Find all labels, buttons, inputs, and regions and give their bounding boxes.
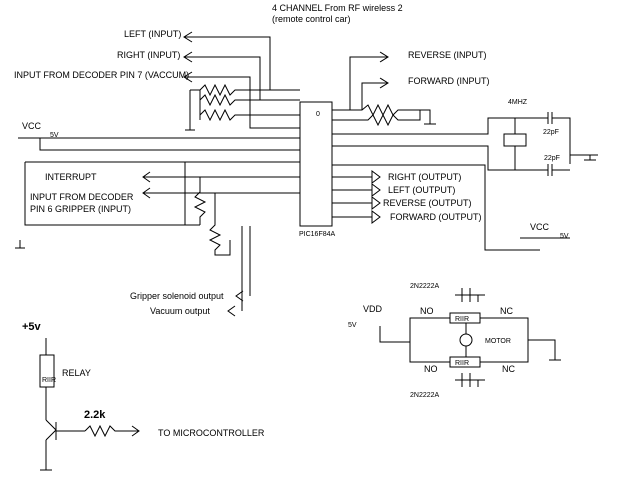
v5-left-label: 5V: [50, 132, 59, 139]
vaccum-input-label: INPUT FROM DECODER PIN 7 (VACCUM): [14, 70, 189, 80]
motor-label: MOTOR: [485, 338, 511, 345]
hbridge-circuit: [379, 288, 561, 387]
relay-top-label: RIIR: [455, 316, 469, 323]
right-input-label: RIGHT (INPUT): [117, 50, 180, 60]
plus5v-label: +5v: [22, 321, 42, 333]
v5-right-label: 5V: [560, 233, 569, 240]
reverse-output-label: REVERSE (OUTPUT): [383, 198, 472, 208]
nc-bottom-label: NC: [502, 364, 515, 374]
nc-top-label: NC: [500, 306, 513, 316]
vcc-branch: [39, 138, 300, 151]
forward-output-label: FORWARD (OUTPUT): [390, 212, 482, 222]
outputs-arrows: [332, 170, 381, 224]
left-output-label: LEFT (OUTPUT): [388, 185, 455, 195]
transistor-bottom-label: 2N2222A: [410, 392, 440, 399]
pic-chip: [299, 101, 333, 227]
forward-input-label: FORWARD (INPUT): [408, 76, 490, 86]
resistor-bank-left: [185, 83, 300, 131]
relay-driver: [39, 338, 140, 471]
relay-label: RELAY: [62, 368, 91, 378]
gripper-vacuum-wires: [227, 226, 251, 317]
forward-input-arrow: [361, 77, 389, 110]
no-top-label: NO: [420, 306, 434, 316]
v5-motor-label: 5V: [348, 322, 357, 329]
cap2-label: 22pF: [544, 155, 560, 162]
to-mcu-label: TO MICROCONTROLLER: [158, 428, 265, 438]
right-loop-wire: [332, 164, 540, 251]
crystal-freq-label: 4MHZ: [508, 99, 528, 106]
reverse-input-arrow: [349, 51, 389, 110]
left-input-arrow: [183, 31, 271, 90]
resistor-label: 2.2k: [84, 409, 106, 421]
gripper-arrow: [142, 187, 300, 199]
header-title: 4 CHANNEL From RF wireless 2: [272, 3, 403, 13]
gripper-input-label-2: PIN 6 GRIPPER (INPUT): [30, 204, 131, 214]
relay-coil-label: RIIR: [42, 377, 56, 384]
vcc-right-label: VCC: [530, 222, 550, 232]
right-output-label: RIGHT (OUTPUT): [388, 172, 461, 182]
right-input-arrow: [183, 51, 261, 100]
left-input-label: LEFT (INPUT): [124, 29, 181, 39]
crystal-oscillator: [332, 112, 598, 176]
vaccum-input-arrow: [183, 71, 251, 110]
header-subtitle: (remote control car): [272, 14, 351, 24]
vacuum-output-label: Vacuum output: [150, 306, 210, 316]
cap1-label: 22pF: [543, 129, 559, 136]
gripper-output-label: Gripper solenoid output: [130, 291, 224, 301]
pin1-marker: 0: [316, 111, 320, 118]
interrupt-arrow: [142, 171, 300, 183]
reverse-input-label: REVERSE (INPUT): [408, 50, 487, 60]
resistor-bank-right: [332, 103, 436, 127]
vdd-label: VDD: [363, 304, 383, 314]
gripper-input-label-1: INPUT FROM DECODER: [30, 192, 134, 202]
vcc-left-label: VCC: [22, 121, 42, 131]
gripper-resistors: [15, 177, 231, 256]
transistor-top-label: 2N2222A: [410, 283, 440, 290]
chip-label: PIC16F84A: [299, 231, 336, 238]
interrupt-label: INTERRUPT: [45, 172, 97, 182]
no-bottom-label: NO: [424, 364, 438, 374]
relay-bottom-label: RIIR: [455, 360, 469, 367]
